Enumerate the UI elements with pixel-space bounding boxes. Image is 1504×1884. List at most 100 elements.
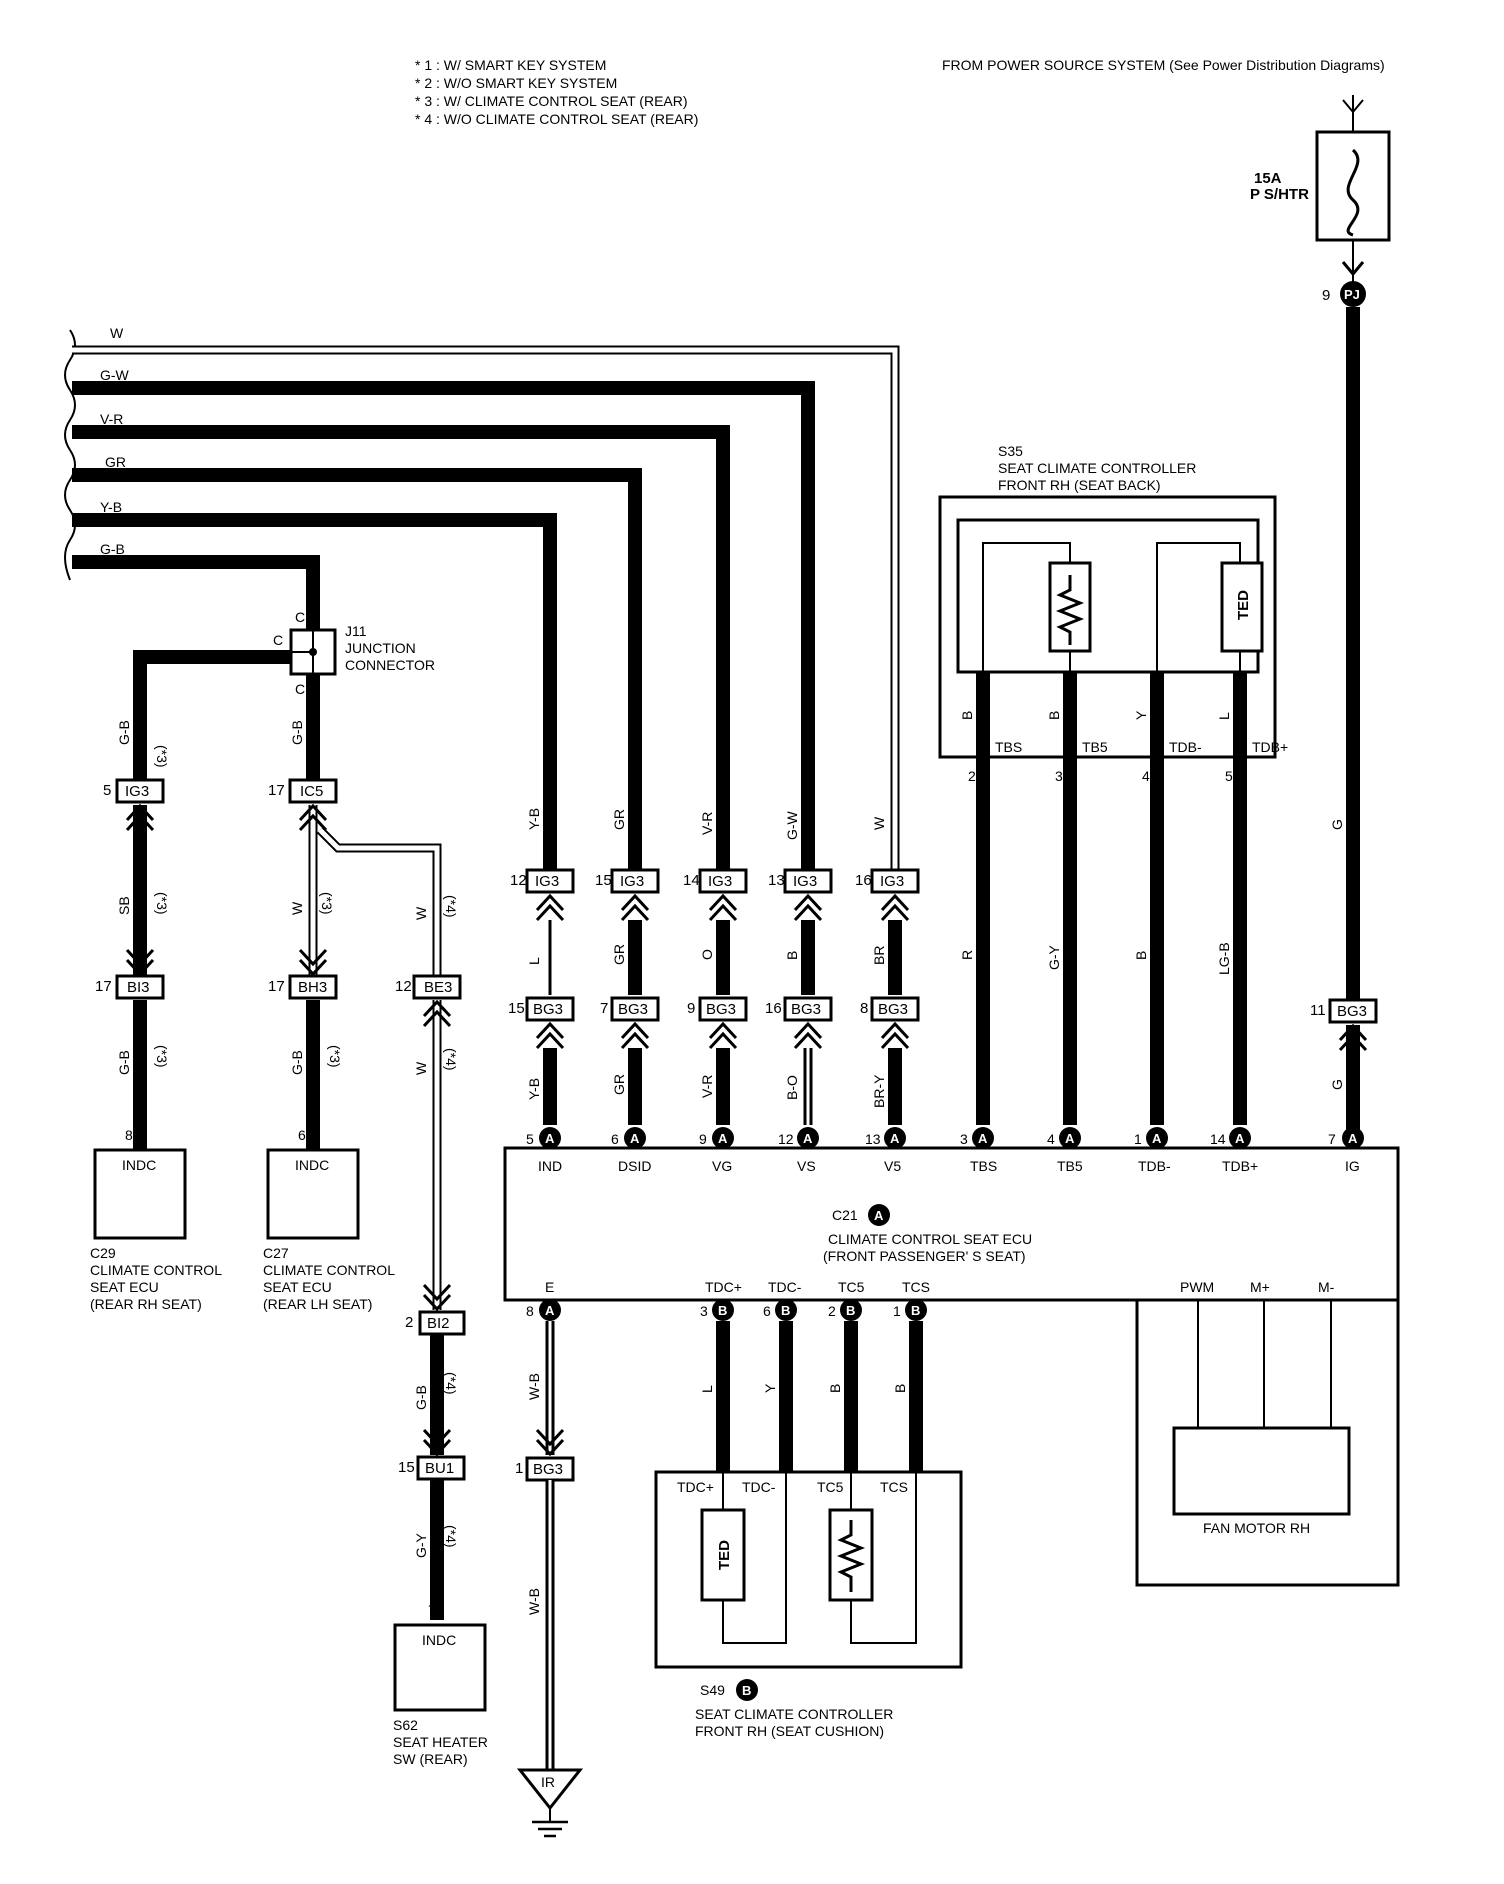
note-3: * 3 : W/ CLIMATE CONTROL SEAT (REAR) [415,93,688,109]
cushion-resistor-icon [836,1520,866,1592]
svg-text:IG: IG [1345,1158,1360,1174]
rear-rh-mid-note: (*3) [154,892,170,915]
ig3-3-label: IG3 [708,873,732,890]
wire-g-b [72,555,320,630]
ig3-3-pin: 14 [683,872,700,889]
rear-lh-conn2: BH3 [298,979,327,996]
bg3-1-pin: 15 [508,1000,525,1017]
ig3-2-connector [610,868,660,894]
pj-label: PJ [1344,287,1360,302]
seat-back-title-1: SEAT CLIMATE CONTROLLER [998,460,1196,476]
wire-g-w-label: G-W [100,367,130,383]
svg-text:14: 14 [1210,1131,1226,1147]
ig3-4-pin: 13 [768,872,785,889]
seat-back-pin1-color: B [959,711,975,720]
ig3-column-635: GR 15 IG3 GR 7 BG3 GR [595,809,660,1125]
svg-text:A: A [545,1131,555,1146]
cushion-connector-badge [736,1679,758,1701]
fan-motor-box [1172,1426,1351,1516]
heater-conn1-pin: 12 [395,978,412,995]
svg-text:9: 9 [699,1131,707,1147]
ig3-column-723: V-R 14 IG3 O 9 BG3 V-R [683,812,748,1125]
ground-conn-pin: 1 [515,1460,523,1477]
power-feed-arrow-icon [1342,99,1364,114]
heater-bi2-connector [418,1310,466,1336]
rear-rh-line1: CLIMATE CONTROL [90,1262,222,1278]
svg-text:TB5: TB5 [1057,1158,1083,1174]
heater-conn3: BU1 [425,1460,454,1477]
seat-back-id: S35 [998,443,1023,459]
ecu-pin-e: E 8 A [526,1279,561,1321]
rear-rh-bi3-connector [115,974,165,1000]
svg-text:A: A [1152,1131,1162,1146]
ig3-5-label: IG3 [880,873,904,890]
svg-text:TBS: TBS [970,1158,997,1174]
ecu-pin-tb5: 4 A TB5 [1047,1127,1083,1174]
rear-lh-bh3-connector [288,974,338,1000]
cushion-connector-letter: B [742,1683,751,1698]
rear-rh-pin: 8 [125,1127,133,1143]
notes-block: * 1 : W/ SMART KEY SYSTEM * 2 : W/O SMAR… [415,57,698,127]
seat-back-pin2-num: 3 [1055,768,1063,784]
heater-conn3-pin: 15 [398,1459,415,1476]
svg-text:VS: VS [797,1158,816,1174]
ig3-2-upper: GR [611,809,627,830]
seat-back-ted-box [1220,561,1264,653]
heater-conn1-arrow-icon [422,999,452,1028]
ig-bg3-arrow-icon [1338,1023,1368,1052]
seat-back-resistor-icon [1055,575,1085,645]
svg-text:7: 7 [1328,1131,1336,1147]
ig3-5-mid: BR [871,946,887,965]
seat-back-wire2-color: G-Y [1046,944,1062,970]
bg3-5-label: BG3 [878,1001,908,1018]
rear-lh-lower-color: G-B [289,1050,305,1075]
rear-rh-upper-note: (*3) [154,745,170,768]
svg-text:A: A [1348,1131,1358,1146]
rear-lh-id: C27 [263,1245,289,1261]
j11-pin-bottom: C [295,681,305,697]
ecu-pin-ind: 5 A IND [526,1127,562,1174]
svg-text:B: B [846,1303,855,1318]
svg-text:1: 1 [1134,1131,1142,1147]
fuse-element-icon [1346,148,1360,237]
rear-rh-conn1: IG3 [125,783,149,800]
svg-text:A: A [1235,1131,1245,1146]
ecu-pin-vs: 12 A VS [778,1127,819,1174]
seat-back-pin4-name: TDB+ [1252,739,1288,755]
wire-v-r [72,425,730,870]
svg-text:IND: IND [538,1158,562,1174]
ecu-connector-letter: A [874,1208,884,1223]
wire-g-b-rear-rh [133,650,291,780]
heater-w1-color: W [413,906,429,920]
ig3-3-upper: V-R [699,812,715,835]
cushion-wire4-color: B [892,1384,908,1393]
svg-text:2: 2 [828,1303,836,1319]
ecu-pin-v5: 13 A V5 [865,1127,906,1174]
rear-rh-conn1-pin: 5 [103,782,111,799]
ecu-title-1: CLIMATE CONTROL SEAT ECU [828,1231,1032,1247]
cushion-pin1: TDC+ [677,1479,714,1495]
ig3-2-mid: GR [611,944,627,965]
svg-text:TDB-: TDB- [1138,1158,1171,1174]
ecu-pin-tc5: TC5 2 B [828,1279,865,1321]
svg-text:TDC-: TDC- [768,1279,802,1295]
svg-text:VG: VG [712,1158,732,1174]
ground-lower-color: W-B [526,1588,542,1615]
fan-pin-m-minus: M- [1318,1279,1335,1295]
rear-rh-id: C29 [90,1245,116,1261]
svg-text:DSID: DSID [618,1158,651,1174]
seat-back-pin1-name: TBS [995,739,1022,755]
fuse-out-arrow-icon [1341,261,1365,277]
j11-id: J11 [345,623,367,639]
bg3-4-connector [783,996,833,1022]
fan-pin-pwm: PWM [1180,1279,1214,1295]
ig3-column-808: G-W 13 IG3 B 16 BG3 B-O [765,810,833,1125]
svg-text:TC5: TC5 [838,1279,865,1295]
power-source-label: FROM POWER SOURCE SYSTEM (See Power Dist… [942,57,1385,73]
ig-wire-color-lower: G [1329,1079,1345,1090]
seat-back-pin4-color: L [1216,712,1232,720]
fuse-rating: 15A [1254,170,1282,187]
svg-text:A: A [545,1303,555,1318]
seat-back-pin3-name: TDB- [1169,739,1202,755]
cushion-wire1-color: L [699,1385,715,1393]
